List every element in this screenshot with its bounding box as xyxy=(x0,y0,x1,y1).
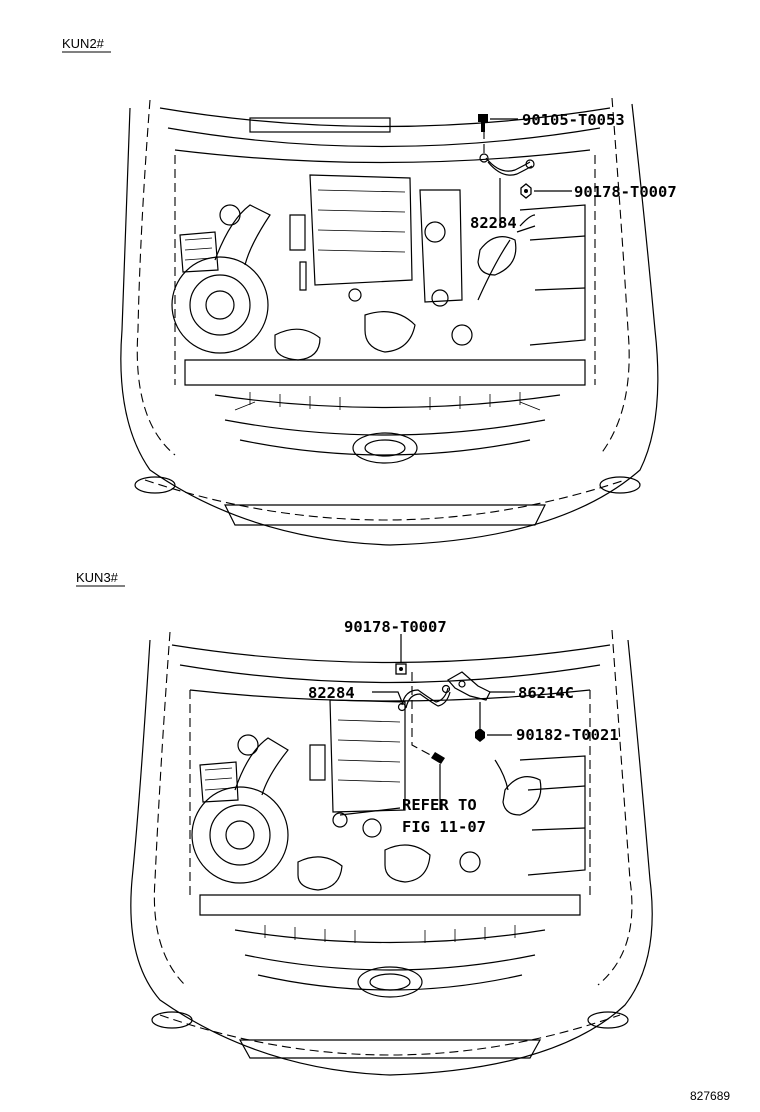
variant-label: KUN2# xyxy=(62,36,105,51)
leader-line xyxy=(494,759,509,791)
bolt-icon xyxy=(478,114,488,132)
variant-label: KUN3# xyxy=(76,570,119,585)
leader-line xyxy=(372,691,403,703)
bracket-86214c xyxy=(447,671,491,701)
nut-icon xyxy=(475,728,485,742)
leader-line xyxy=(339,764,441,816)
part-label: 82284 xyxy=(470,214,517,232)
nut-icon xyxy=(395,663,407,675)
reference-label: FIG 11-07 xyxy=(402,818,486,836)
engine-bay-illustration-upper xyxy=(120,97,659,546)
figure-number: 827689 xyxy=(690,1089,730,1103)
part-label: 90178-T0007 xyxy=(574,183,677,201)
engine-bay-illustration-lower xyxy=(130,629,653,1076)
ground-strap-upper xyxy=(479,130,535,176)
part-label: 86214C xyxy=(518,684,574,702)
bolt-icon xyxy=(431,752,445,764)
part-label: 90105-T0053 xyxy=(522,111,625,129)
part-label: 90182-T0021 xyxy=(516,726,619,744)
nut-icon xyxy=(520,183,532,199)
leader-line xyxy=(411,672,437,759)
part-label: 90178-T0007 xyxy=(344,618,447,636)
leader-line xyxy=(477,214,536,301)
reference-label: REFER TO xyxy=(402,796,477,814)
ground-strap-lower xyxy=(397,684,451,712)
part-label: 82284 xyxy=(308,684,355,702)
